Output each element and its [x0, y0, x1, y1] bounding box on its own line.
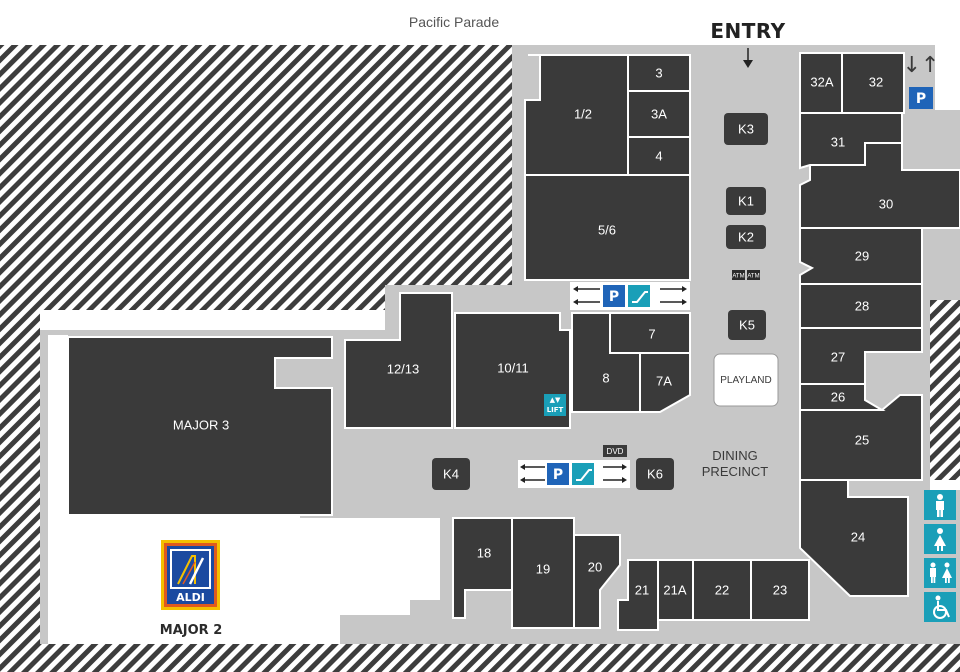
label-k6: K6: [647, 466, 663, 481]
parking-escalator-upper: P: [570, 282, 690, 310]
label-7a: 7A: [656, 373, 672, 388]
label-major-2: MAJOR 2: [160, 623, 222, 638]
label-10-11: 10/11: [497, 360, 529, 375]
atm-2-label: ATM: [747, 274, 759, 280]
shop-12-13[interactable]: [344, 292, 453, 429]
label-21a: 21A: [663, 582, 686, 597]
shop-19[interactable]: [511, 517, 575, 629]
label-k1: K1: [738, 193, 754, 208]
facility-icons: [924, 490, 956, 622]
shop-5-6[interactable]: [524, 174, 691, 281]
shop-4[interactable]: [627, 136, 691, 176]
playland[interactable]: [713, 353, 779, 407]
label-7: 7: [648, 326, 655, 341]
shop-10-11[interactable]: [454, 312, 571, 429]
shop-8[interactable]: [571, 312, 641, 413]
label-k4: K4: [443, 466, 459, 481]
shop-24[interactable]: [799, 479, 909, 597]
escalator-icon[interactable]: [628, 285, 650, 307]
label-29: 29: [855, 248, 869, 263]
label-k5: K5: [739, 317, 755, 332]
kiosk-k3[interactable]: [724, 113, 768, 145]
label-21: 21: [635, 582, 649, 597]
lift-label: LIFT: [547, 406, 564, 414]
label-19: 19: [536, 561, 550, 576]
atm-2[interactable]: [747, 270, 760, 280]
label-22: 22: [715, 582, 729, 597]
shop-7[interactable]: [609, 312, 691, 354]
atm-group: ATM ATM: [732, 270, 760, 280]
label-3a: 3A: [651, 106, 667, 121]
dvd-label: DVD: [607, 447, 624, 456]
parking-escalator-lower: P: [518, 460, 630, 488]
kiosk-k1[interactable]: [726, 187, 766, 215]
shop-31[interactable]: [799, 112, 903, 170]
label-20: 20: [588, 559, 602, 574]
aldi-logo: ALDI: [161, 540, 220, 610]
label-32: 32: [869, 74, 883, 89]
kiosks: K3 K1 K2 K5 K4 K6: [432, 113, 768, 490]
parking-p: P: [609, 289, 619, 305]
dining-label-1: DINING: [712, 448, 758, 463]
label-18: 18: [477, 545, 491, 560]
kiosk-k4[interactable]: [432, 458, 470, 490]
parking-p-top: P: [916, 91, 926, 107]
label-32a: 32A: [810, 74, 833, 89]
label-30: 30: [879, 196, 893, 211]
shop-20[interactable]: [573, 534, 621, 629]
aldi-brand: ALDI: [176, 591, 205, 604]
hatched-area: [0, 45, 960, 672]
atm-1[interactable]: [732, 270, 745, 280]
shop-28[interactable]: [799, 283, 923, 329]
kiosk-k2[interactable]: [726, 225, 766, 249]
parking-p-2: P: [553, 467, 563, 483]
street-name: Pacific Parade: [409, 14, 499, 30]
label-28: 28: [855, 298, 869, 313]
atm-1-label: ATM: [732, 274, 744, 280]
dining-label-2: PRECINCT: [702, 464, 769, 479]
label-3: 3: [655, 65, 662, 80]
lift-icon[interactable]: [544, 394, 566, 416]
parking-icon-top[interactable]: [909, 87, 933, 109]
label-27: 27: [831, 349, 845, 364]
label-major-3: MAJOR 3: [173, 417, 229, 432]
kiosk-k6[interactable]: [636, 458, 674, 490]
entry-arrow-icon: [743, 60, 753, 68]
shop-23[interactable]: [750, 559, 810, 621]
major2-area: [48, 335, 440, 644]
parking-icon-2[interactable]: [547, 463, 569, 485]
shop-labels: 1/2 3 3A 4 5/6 7 7A 8 10/11 12/13 MAJOR …: [173, 65, 893, 597]
playland-label: PLAYLAND: [720, 375, 772, 386]
label-23: 23: [773, 582, 787, 597]
dvd-kiosk[interactable]: [603, 445, 627, 457]
escalator-icon-2[interactable]: [572, 463, 594, 485]
shop-major-3[interactable]: [67, 336, 333, 516]
label-8: 8: [602, 370, 609, 385]
label-26: 26: [831, 389, 845, 404]
entry-label: ENTRY: [710, 19, 785, 43]
shops: [67, 52, 960, 631]
shop-3[interactable]: [627, 54, 691, 92]
label-1-2: 1/2: [574, 106, 592, 121]
label-25: 25: [855, 432, 869, 447]
parking-icon[interactable]: [603, 285, 625, 307]
shop-22[interactable]: [692, 559, 752, 621]
label-31: 31: [831, 134, 845, 149]
shop-29[interactable]: [799, 227, 923, 285]
lift-arrows: ▲▼: [550, 396, 561, 404]
label-12-13: 12/13: [387, 361, 420, 376]
shop-32[interactable]: [841, 52, 905, 114]
label-k2: K2: [738, 229, 754, 244]
up-down-arrows-icon: ↓↑: [903, 53, 940, 78]
label-k3: K3: [738, 121, 754, 136]
unisex-toilet-icon[interactable]: [924, 558, 956, 588]
label-5-6: 5/6: [598, 222, 616, 237]
kiosk-k5[interactable]: [728, 310, 766, 340]
shop-3a[interactable]: [627, 90, 691, 138]
label-24: 24: [851, 529, 865, 544]
label-4: 4: [655, 148, 662, 163]
